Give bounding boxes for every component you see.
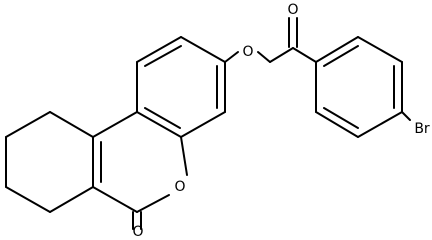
atom-label-bromine: Br — [414, 121, 430, 137]
atom-label-ring-oxygen: O — [174, 179, 185, 195]
bond — [357, 111, 403, 138]
atom-label-ketone-oxygen: O — [287, 2, 298, 18]
bond — [224, 51, 239, 63]
bond — [136, 194, 170, 213]
bond — [323, 45, 359, 67]
bond — [144, 107, 181, 129]
bond — [257, 51, 271, 63]
bond — [5, 111, 51, 138]
bond — [136, 111, 182, 138]
bond — [269, 47, 294, 63]
bond — [144, 45, 182, 67]
bond — [401, 111, 411, 121]
bond — [323, 107, 359, 129]
atom-labels: O O O O Br — [132, 2, 429, 238]
bond — [180, 111, 226, 138]
bond — [357, 36, 403, 63]
bond — [315, 111, 359, 138]
bonds — [5, 17, 411, 230]
bond — [49, 111, 94, 138]
bond — [180, 136, 188, 176]
bond — [315, 36, 359, 63]
bond — [5, 186, 51, 213]
bond — [49, 186, 94, 213]
atom-label-lactone-oxygen: O — [132, 224, 143, 238]
bond — [92, 111, 138, 138]
bond — [92, 186, 138, 213]
bond — [292, 47, 317, 63]
bond — [136, 36, 182, 63]
bond — [180, 36, 226, 63]
atom-label-ether-oxygen: O — [242, 44, 253, 60]
